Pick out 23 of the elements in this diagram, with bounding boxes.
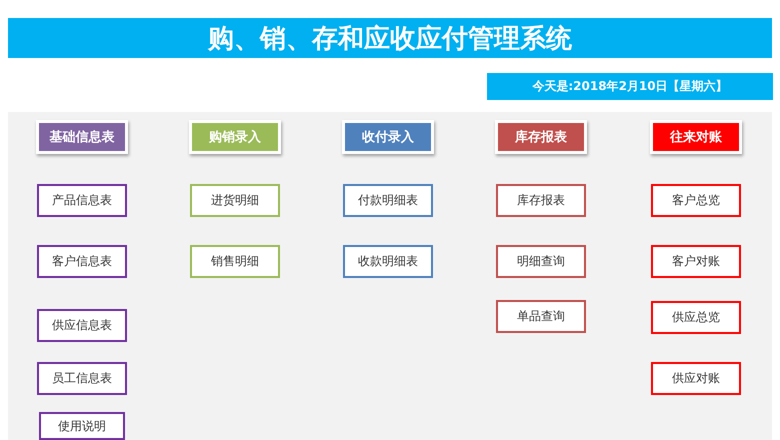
menu-button: 库存报表 [496, 184, 586, 217]
menu-button: 付款明细表 [343, 184, 433, 217]
menu-button: 产品信息表 [37, 184, 127, 217]
menu-button: 客户总览 [651, 184, 741, 217]
title-banner: 购、销、存和应收应付管理系统 [8, 18, 772, 58]
category-button: 往来对账 [650, 120, 742, 154]
category-button: 购销录入 [189, 120, 281, 154]
menu-button: 供应信息表 [37, 309, 127, 342]
menu-button: 客户信息表 [37, 245, 127, 278]
menu-button: 收款明细表 [343, 245, 433, 278]
menu-button: 销售明细 [190, 245, 280, 278]
menu-button: 供应总览 [651, 301, 741, 334]
menu-button: 员工信息表 [37, 362, 127, 395]
menu-button: 明细查询 [496, 245, 586, 278]
date-banner: 今天是:2018年2月10日【星期六】 [487, 73, 773, 100]
menu-button: 进货明细 [190, 184, 280, 217]
category-button: 库存报表 [495, 120, 587, 154]
category-button: 基础信息表 [36, 120, 128, 154]
menu-button: 客户对账 [651, 245, 741, 278]
category-button: 收付录入 [342, 120, 434, 154]
menu-button: 单品查询 [496, 300, 586, 333]
menu-button: 供应对账 [651, 362, 741, 395]
menu-button: 使用说明 [39, 412, 125, 440]
